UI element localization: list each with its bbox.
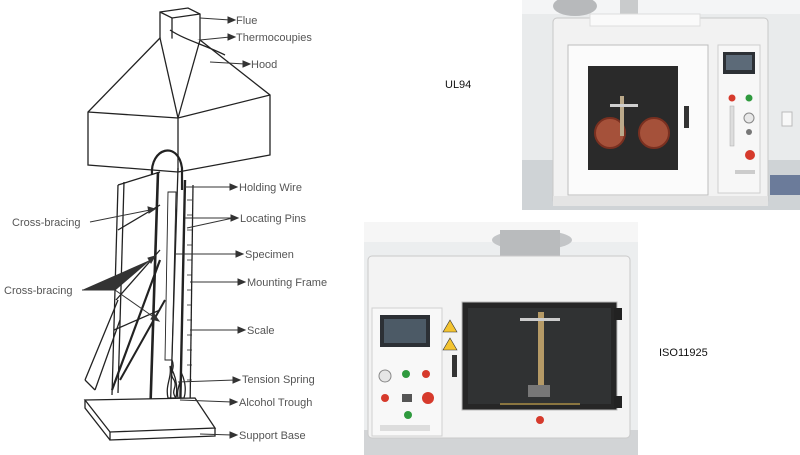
label-locating-pins: Locating Pins	[240, 213, 307, 225]
caption-iso11925: ISO11925	[659, 347, 708, 359]
label-flue: Flue	[236, 15, 257, 27]
hood-shape	[87, 29, 271, 173]
frame-shape	[84, 167, 194, 421]
label-alcohol-trough: Alcohol Trough	[239, 397, 312, 409]
label-mounting-frame: Mounting Frame	[247, 277, 327, 289]
label-thermocouples: Thermocoupies	[236, 32, 312, 44]
label-holding-wire: Holding Wire	[239, 182, 302, 194]
holding-wire-shape	[150, 149, 184, 190]
support-base-shape	[83, 397, 217, 441]
ul94-photo	[522, 0, 800, 210]
iso-photo	[364, 222, 638, 455]
label-scale: Scale	[247, 325, 275, 337]
label-hood: Hood	[251, 59, 277, 71]
leader-lines	[82, 16, 252, 439]
label-specimen: Specimen	[245, 249, 294, 261]
label-support-base: Support Base	[239, 430, 306, 442]
caption-ul94: UL94	[445, 79, 471, 91]
label-tension-spring: Tension Spring	[242, 374, 315, 386]
label-cross-bracing-upper: Cross-bracing	[12, 217, 80, 229]
label-cross-bracing-lower: Cross-bracing	[4, 285, 72, 297]
